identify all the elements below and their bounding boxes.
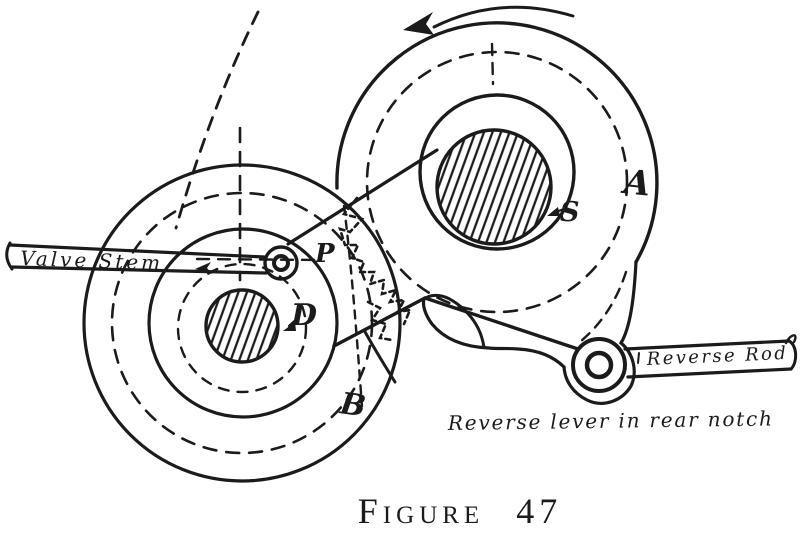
valve-stem-label: Valve Stem <box>20 246 164 275</box>
quadrant-solid-tail <box>362 328 397 384</box>
reverse-rod-top-edge <box>623 339 791 351</box>
valve-rod-end-cap <box>5 241 14 271</box>
wheel-inner-dashed-circle <box>176 262 308 394</box>
label-b: B <box>337 386 368 424</box>
travel-dashed-arc <box>174 10 260 230</box>
rotation-arrow <box>403 5 575 35</box>
disc-hub-circle <box>418 93 576 251</box>
reverse-rod <box>571 334 798 393</box>
reverse-rod-end-cap <box>787 339 798 371</box>
wheel-inner-circle <box>147 227 339 419</box>
reverse-rod-tick <box>637 352 640 364</box>
pivot-p <box>263 148 439 281</box>
valve-rod-bottom-edge <box>10 265 268 275</box>
disc-outer-outline <box>335 21 659 264</box>
quadrant-lower-teeth-dashed <box>366 300 394 342</box>
eccentric-wheel <box>82 10 402 483</box>
reverse-pivot-outer-ring <box>571 337 627 393</box>
label-a: A <box>619 162 652 205</box>
disc-dashed-circle <box>365 50 629 314</box>
valve-rod-motion-arrow <box>195 262 212 274</box>
quadrant-teeth-dashed <box>338 196 413 326</box>
pivot-p-inner-ring <box>272 254 290 272</box>
rotation-arrow-head <box>403 12 434 35</box>
lobe-dashed-arc <box>579 270 628 343</box>
disc-shaft-hatched-circle <box>435 128 553 246</box>
label-p: P <box>314 239 336 269</box>
reverse-rod-end-flourish <box>784 334 797 345</box>
valve-stem-rod <box>5 241 268 275</box>
label-s-arrow <box>547 206 568 216</box>
pivot-p-outer-ring <box>263 245 299 281</box>
rotation-arrow-arc <box>432 5 575 29</box>
wheel-horizontal-centerline <box>195 257 322 262</box>
label-s: S <box>560 197 580 228</box>
shaft-hatched-circle <box>204 288 280 364</box>
wheel-dashed-circle <box>110 191 374 455</box>
disc-vertical-centerline <box>490 42 495 86</box>
reverse-pivot-inner-ring <box>584 350 614 380</box>
label-d-arrow <box>283 315 301 331</box>
lobe-bottom-edge <box>421 297 566 369</box>
quadrant-left-edge-dashed <box>342 204 364 408</box>
lever-arm-line <box>423 296 580 351</box>
wheel-outer-circle <box>82 163 402 483</box>
eccentric-rod-line <box>286 148 439 246</box>
lobe-right-edge <box>562 260 638 405</box>
eccentric-disc <box>335 21 659 405</box>
note-caption: Reverse lever in rear notch <box>447 406 774 435</box>
valve-rod-top-edge <box>8 243 266 259</box>
reverse-rod-bottom-edge <box>626 367 793 379</box>
figure-caption: Figure 47 <box>357 491 563 531</box>
notched-quadrant <box>338 196 413 408</box>
